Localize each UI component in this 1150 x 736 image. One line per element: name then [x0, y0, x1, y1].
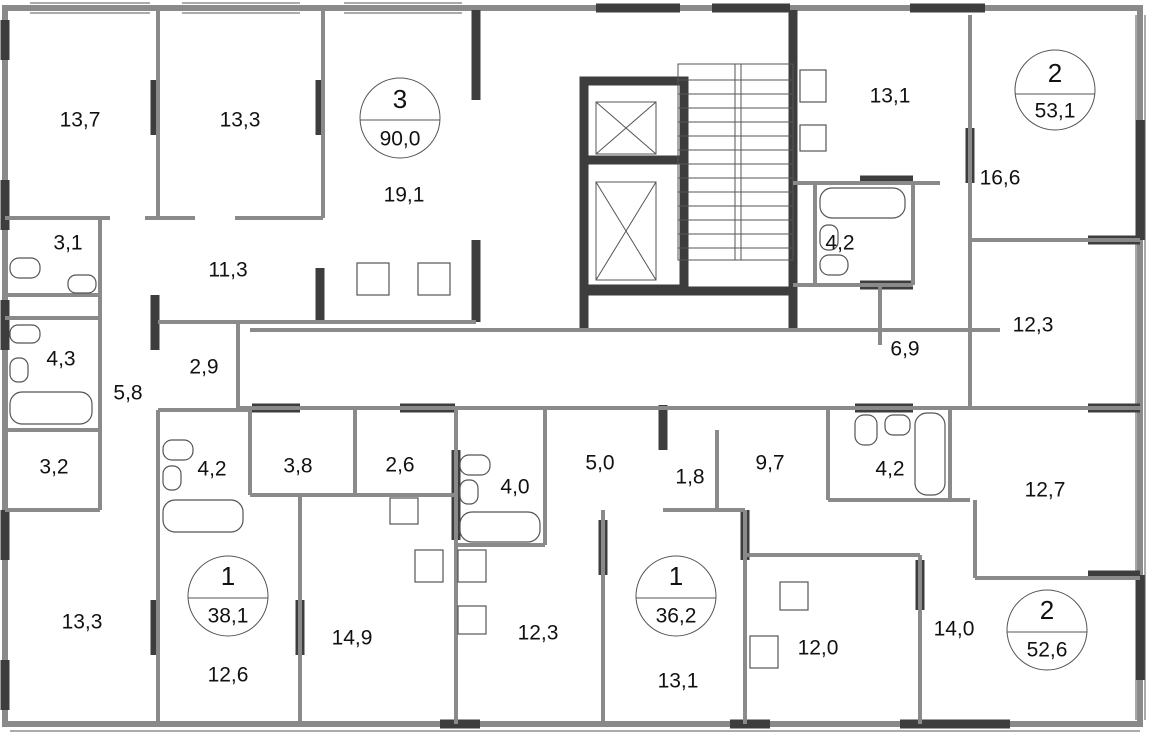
toilet-icon	[459, 454, 491, 476]
washbasin-icon	[819, 224, 839, 251]
svg-text:2: 2	[1040, 595, 1054, 625]
svg-text:36,2: 36,2	[656, 605, 697, 628]
room-area: 12,3	[1013, 314, 1054, 337]
apartment-badge: 2 52,6	[1006, 589, 1088, 671]
stove-icon	[457, 549, 487, 583]
apartment-badge: 2 53,1	[1014, 49, 1096, 131]
svg-text:1: 1	[221, 561, 235, 591]
room-area: 12,3	[518, 622, 559, 645]
fixtures	[9, 69, 946, 669]
bathtub-icon	[819, 187, 906, 219]
room-area: 14,0	[934, 618, 975, 641]
washbasin-icon	[459, 479, 479, 505]
toilet-icon	[162, 439, 194, 461]
svg-text:3: 3	[393, 84, 407, 114]
svg-text:90,0: 90,0	[380, 128, 421, 151]
bathtub-icon	[459, 511, 541, 543]
room-area: 13,1	[870, 85, 911, 108]
washbasin-icon	[162, 465, 182, 491]
sink-icon	[389, 497, 419, 525]
room-area: 5,0	[585, 452, 614, 475]
room-area: 4,2	[875, 458, 904, 481]
room-area: 14,9	[332, 627, 373, 650]
washbasin-icon	[884, 414, 911, 436]
room-area: 6,9	[890, 338, 919, 361]
room-area: 4,0	[500, 476, 529, 499]
sink-icon	[779, 581, 809, 611]
stove-icon	[414, 549, 444, 583]
apartment-badge: 1 38,1	[187, 555, 269, 637]
room-area: 13,3	[62, 611, 103, 634]
svg-text:2: 2	[1048, 58, 1062, 88]
apartment-badge: 3 90,0	[359, 77, 441, 159]
room-area-labels: 13,7 13,3 19,1 3,1 11,3 4,3 2,9 5,8 3,2 …	[39, 85, 1065, 693]
sink-icon	[356, 262, 390, 296]
svg-text:53,1: 53,1	[1035, 100, 1076, 123]
room-area: 3,1	[53, 232, 82, 255]
room-area: 16,6	[980, 167, 1021, 190]
apartment-badges: 3 90,0 2 53,1 1 38,1 1 36,2 2 52,6	[187, 49, 1096, 671]
room-area: 12,7	[1025, 479, 1066, 502]
toilet-icon	[9, 257, 41, 279]
svg-text:52,6: 52,6	[1027, 639, 1068, 662]
sink-icon	[457, 605, 487, 635]
stove-icon	[799, 69, 827, 103]
room-area: 5,8	[113, 382, 142, 405]
washbasin-icon	[67, 274, 97, 294]
room-area: 4,2	[825, 232, 854, 255]
room-area: 13,7	[60, 109, 101, 132]
room-area: 2,6	[385, 454, 414, 477]
room-area: 1,8	[675, 466, 704, 489]
apartment-badge: 1 36,2	[635, 555, 717, 637]
bathtub-icon	[162, 499, 244, 533]
svg-text:1: 1	[669, 561, 683, 591]
room-area: 11,3	[208, 259, 247, 282]
toilet-icon	[9, 324, 41, 344]
stove-icon	[749, 635, 779, 669]
room-area: 9,7	[755, 452, 784, 475]
bathtub-icon	[914, 412, 946, 496]
room-area: 4,3	[46, 348, 75, 371]
sink-icon	[799, 124, 827, 152]
stove-icon	[417, 262, 451, 296]
bathtub-icon	[9, 391, 93, 425]
svg-text:38,1: 38,1	[208, 605, 249, 628]
toilet-icon	[819, 254, 849, 276]
room-area: 13,3	[220, 109, 261, 132]
room-area: 3,2	[39, 456, 68, 479]
room-area: 2,9	[189, 356, 218, 379]
room-area: 19,1	[384, 184, 425, 207]
washbasin-icon	[9, 357, 29, 383]
toilet-icon	[854, 414, 878, 446]
room-area: 3,8	[283, 455, 312, 478]
room-area: 12,0	[798, 637, 839, 660]
room-area: 12,6	[208, 664, 249, 687]
room-area: 4,2	[197, 458, 226, 481]
room-area: 13,1	[658, 670, 699, 693]
